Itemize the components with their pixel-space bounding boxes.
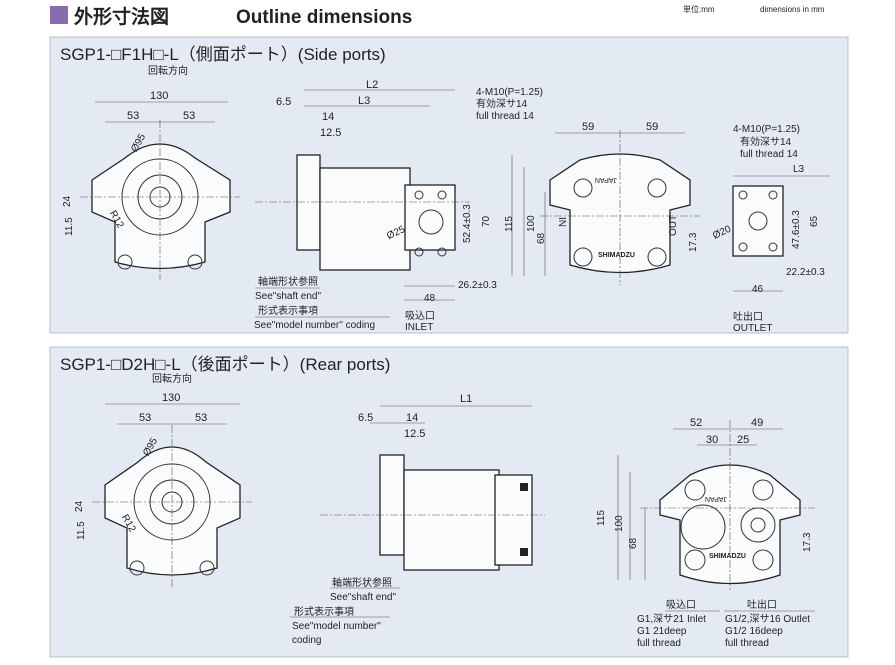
dim-49: 49 bbox=[751, 417, 763, 429]
rear-view: 52 49 30 25 115 100 68 17.3 JAPAN SHIMAD… bbox=[596, 417, 815, 649]
dim-100: 100 bbox=[614, 515, 625, 532]
dim-52.4: 52.4±0.3 bbox=[462, 204, 473, 243]
dim-53: 53 bbox=[139, 412, 151, 424]
dim-65: 65 bbox=[809, 215, 820, 227]
dim-53: 53 bbox=[127, 110, 139, 122]
brand-mark: SHIMADZU bbox=[709, 553, 746, 560]
inlet-jp: 吸込口 bbox=[666, 599, 696, 611]
rotation-label: 回転方向 bbox=[148, 64, 188, 77]
outlet-en: OUTLET bbox=[733, 323, 772, 334]
unit-jp: 単位:mm bbox=[683, 4, 715, 14]
rear-ports-panel: SGP1-□D2H□-L（後面ポート）(Rear ports) 回転方向 130… bbox=[49, 346, 849, 658]
inlet-spec: full thread bbox=[637, 638, 681, 649]
unit-en: dimensions in mm bbox=[760, 5, 825, 14]
dim-100: 100 bbox=[526, 215, 537, 232]
dim-59: 59 bbox=[646, 121, 658, 133]
dim-115: 115 bbox=[596, 510, 607, 526]
title-en: Outline dimensions bbox=[236, 7, 412, 28]
dim-52: 52 bbox=[690, 417, 702, 429]
dim-l3: L3 bbox=[793, 164, 805, 175]
inlet-spec: G1,深サ21 Inlet bbox=[637, 613, 706, 625]
dim-22.2: 22.2±0.3 bbox=[786, 267, 825, 278]
dim-46: 46 bbox=[752, 284, 764, 295]
side-view: L2 L3 6.5 14 12.5 4-M10(P=1.25) 有効深サ14 f… bbox=[254, 79, 543, 333]
dim-11.5: 11.5 bbox=[76, 521, 87, 540]
thread-depth-en: full thread 14 bbox=[476, 111, 534, 122]
in-label: IN bbox=[556, 217, 567, 227]
dim-30: 30 bbox=[706, 434, 718, 446]
dim-53: 53 bbox=[183, 110, 195, 122]
dim-12.5: 12.5 bbox=[320, 127, 341, 139]
rotation-label: 回転方向 bbox=[152, 372, 192, 385]
dim-70: 70 bbox=[481, 215, 492, 227]
rear-view: 59 59 115 100 68 IN OUT 17.3 JAPAN SHIMA… bbox=[504, 121, 700, 285]
shaft-note-jp: 軸端形状参照 bbox=[258, 275, 318, 288]
thread-depth-jp: 有効深サ14 bbox=[740, 135, 792, 148]
outlet-spec: G1/2 16deep bbox=[725, 626, 783, 637]
dim-48: 48 bbox=[424, 293, 436, 304]
thread-spec: 4-M10(P=1.25) bbox=[476, 87, 543, 98]
dim-130: 130 bbox=[162, 392, 180, 404]
dim-6.5: 6.5 bbox=[276, 96, 291, 108]
dim-24: 24 bbox=[74, 500, 85, 512]
outlet-spec: full thread bbox=[725, 638, 769, 649]
title-marker bbox=[50, 6, 68, 24]
dim-26.2: 26.2±0.3 bbox=[458, 280, 497, 291]
side-ports-panel: SGP1-□F1H□-L（側面ポート）(Side ports) 回転方向 130… bbox=[49, 36, 849, 334]
model-note-jp: 形式表示事項 bbox=[294, 605, 354, 618]
japan-mark: JAPAN bbox=[595, 176, 617, 183]
model-note-jp: 形式表示事項 bbox=[258, 304, 318, 317]
outlet-flange-view: 4-M10(P=1.25) 有効深サ14 full thread 14 L3 Ø… bbox=[711, 124, 830, 334]
thread-depth-jp: 有効深サ14 bbox=[476, 97, 528, 110]
inlet-en: INLET bbox=[405, 322, 433, 333]
dim-l2: L2 bbox=[366, 79, 378, 91]
model-note-en: coding bbox=[292, 635, 321, 646]
shaft-note-en: See"shaft end" bbox=[255, 291, 321, 302]
dim-l3: L3 bbox=[358, 95, 370, 107]
model-note-en: See"model number" bbox=[292, 621, 381, 632]
dim-14: 14 bbox=[322, 111, 334, 123]
dim-6.5: 6.5 bbox=[358, 412, 373, 424]
panel-title: SGP1-□F1H□-L（側面ポート）(Side ports) bbox=[60, 45, 386, 64]
dim-47.6: 47.6±0.3 bbox=[791, 210, 802, 249]
shaft-note-jp: 軸端形状参照 bbox=[332, 576, 392, 589]
panel-title: SGP1-□D2H□-L（後面ポート）(Rear ports) bbox=[60, 355, 390, 374]
outlet-jp: 吐出口 bbox=[747, 598, 777, 611]
dim-14: 14 bbox=[406, 412, 418, 424]
dim-17.3: 17.3 bbox=[802, 532, 813, 552]
dim-25: 25 bbox=[737, 434, 749, 446]
title-jp: 外形寸法図 bbox=[74, 5, 169, 28]
front-view: 回転方向 130 53 53 Ø95 24 11.5 R12 bbox=[62, 64, 240, 280]
inlet-jp: 吸込口 bbox=[405, 310, 435, 322]
side-view: L1 6.5 14 12.5 軸端形状参照 See"shaft end" 形式表… bbox=[290, 393, 545, 646]
dim-17.3: 17.3 bbox=[688, 232, 699, 252]
dim-12.5: 12.5 bbox=[404, 428, 425, 440]
thread-spec: 4-M10(P=1.25) bbox=[733, 124, 800, 135]
dim-11.5: 11.5 bbox=[64, 217, 75, 236]
thread-depth-en: full thread 14 bbox=[740, 149, 798, 160]
dim-68: 68 bbox=[536, 232, 547, 244]
inlet-spec: G1 21deep bbox=[637, 626, 687, 637]
japan-mark: JAPAN bbox=[705, 495, 727, 502]
dim-68: 68 bbox=[628, 537, 639, 549]
out-label: OUT bbox=[668, 215, 679, 236]
dim-53: 53 bbox=[195, 412, 207, 424]
outlet-spec: G1/2,深サ16 Outlet bbox=[725, 613, 810, 625]
dim-l1: L1 bbox=[460, 393, 472, 405]
dim-115: 115 bbox=[504, 216, 515, 232]
dim-130: 130 bbox=[150, 90, 168, 102]
front-view: 回転方向 130 53 53 Ø95 24 11.5 R12 bbox=[74, 372, 252, 588]
dim-59: 59 bbox=[582, 121, 594, 133]
outlet-jp: 吐出口 bbox=[733, 310, 763, 323]
brand-mark: SHIMADZU bbox=[598, 252, 635, 259]
shaft-note-en: See"shaft end" bbox=[330, 592, 396, 603]
model-note-en: See"model number" coding bbox=[254, 320, 375, 331]
dim-24: 24 bbox=[62, 195, 73, 207]
